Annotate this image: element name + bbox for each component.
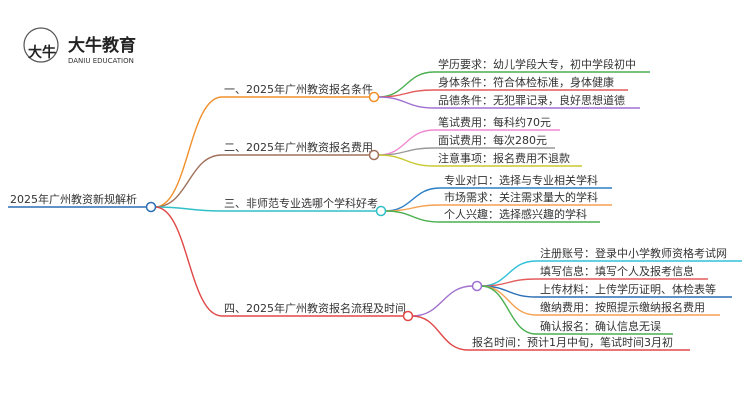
svg-text:大牛: 大牛 — [28, 44, 56, 61]
leaf-node[interactable]: 品德条件：无犯罪记录，良好思想道德 — [438, 93, 625, 107]
leaf-node[interactable]: 个人兴趣：选择感兴趣的学科 — [444, 207, 587, 221]
branch-edge — [154, 96, 223, 208]
leaf-node[interactable]: 上传材料：上传学历证明、体检表等 — [540, 282, 716, 296]
leaf-node[interactable]: 学历要求：幼儿学段大专，初中学段初中 — [438, 57, 636, 71]
logo: 大牛 大牛教育 DANIU EDUCATION — [23, 27, 136, 65]
branch-toggle[interactable] — [375, 205, 387, 217]
leaf-edge — [384, 210, 441, 223]
root-toggle[interactable] — [145, 201, 157, 213]
leaf-edge — [377, 96, 435, 109]
branch-node[interactable]: 三、非师范专业选哪个学科好考 — [224, 196, 378, 210]
leaf-node[interactable]: 专业对口：选择与专业相关学科 — [444, 173, 598, 187]
sub-node-toggle[interactable] — [471, 280, 483, 292]
branch-edge — [154, 206, 223, 317]
branch-node[interactable]: 四、2025年广州教资报名流程及时间 — [224, 301, 406, 315]
logo-name: 大牛教育 — [68, 35, 136, 56]
leaf-edge — [480, 285, 537, 335]
root-node[interactable]: 2025年广州教资新规解析 — [10, 192, 137, 206]
logo-subtitle: DANIU EDUCATION — [68, 57, 134, 65]
leaf-node[interactable]: 面试费用：每次280元 — [438, 133, 547, 147]
leaf-edge — [377, 154, 435, 167]
branch-toggle[interactable] — [402, 310, 414, 322]
leaf-node[interactable]: 填写信息：填写个人及报考信息 — [540, 264, 694, 278]
branch-edge — [154, 154, 223, 208]
branch-toggle[interactable] — [368, 91, 380, 103]
leaf-node[interactable]: 注意事项：报名费用不退款 — [438, 151, 570, 165]
leaf-node[interactable]: 报名时间：预计1月中旬，笔试时间3月初 — [472, 335, 673, 349]
leaf-node[interactable]: 缴纳费用：按照提示缴纳报名费用 — [540, 300, 705, 314]
branch-node[interactable]: 一、2025年广州教资报名条件 — [224, 82, 373, 96]
leaf-node[interactable]: 身体条件：符合体检标准，身体健康 — [438, 75, 614, 89]
branch-toggle[interactable] — [368, 149, 380, 161]
sub-edge — [411, 285, 474, 317]
leaf-node[interactable]: 笔试费用：每科约70元 — [438, 115, 551, 129]
leaf-edge — [384, 204, 441, 212]
leaf-node[interactable]: 确认报名：确认信息无误 — [540, 319, 661, 333]
leaf-node[interactable]: 市场需求：关注需求量大的学科 — [444, 190, 598, 204]
leaf-edge — [411, 315, 469, 351]
leaf-node[interactable]: 注册账号：登录中小学教师资格考试网 — [540, 246, 727, 260]
logo-mark-icon — [23, 27, 59, 63]
branch-edge — [154, 206, 223, 212]
branch-node[interactable]: 二、2025年广州教资报名费用 — [224, 140, 373, 154]
